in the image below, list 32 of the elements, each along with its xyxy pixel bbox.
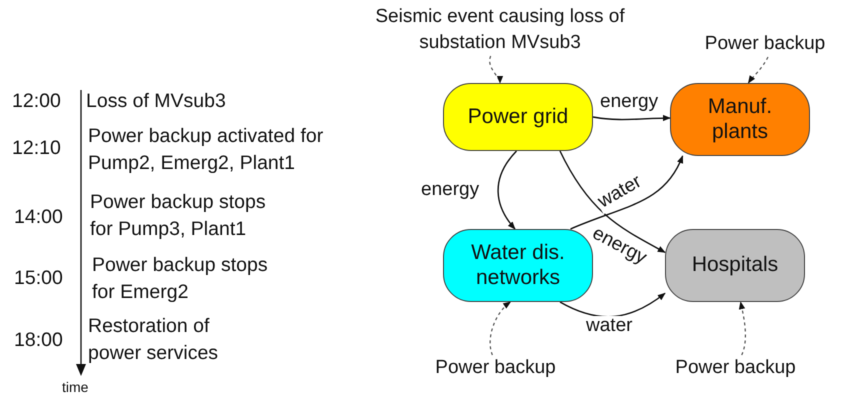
time-label: 18:00 [14,328,63,353]
time-label: 14:00 [14,205,63,230]
time-label: 12:00 [12,89,61,114]
annotation-text: Power backup [658,355,813,381]
event-text: Power backup stops for Pump3, Plant1 [90,190,267,242]
node-label: Water dis. networks [470,241,566,290]
node-label: Power grid [468,104,568,130]
arrow [592,114,671,122]
annotation-text: Power backup [690,31,840,57]
arrow [560,292,666,318]
rounded-box [443,229,593,302]
arrow [497,150,518,230]
time-label: 12:10 [12,136,61,161]
rounded-box [443,83,593,151]
rounded-box [665,229,805,302]
event-text: Restoration of power services [88,314,220,366]
node-label: Manuf. plants [706,95,774,144]
annotation-text: Power backup [418,355,573,381]
event-text: Power backup stops for Emerg2 [92,253,269,305]
event-text: Loss of MVsub3 [86,89,226,114]
dashed-arrow [490,302,512,356]
time-label: 15:00 [14,266,63,291]
node-label: Hospitals [692,253,778,278]
arrow [559,150,666,253]
event-text: Power backup activated for Pump2, Emerg2, Plant1 [88,124,324,176]
annotation-text: Seismic event causing loss of substation MVsub3 [345,4,655,56]
dashed-arrow [738,301,746,356]
rounded-box [670,83,810,156]
axis-label: time [62,378,88,397]
arrow [570,155,684,230]
dashed-arrow [489,56,502,84]
dashed-arrow [748,56,769,84]
